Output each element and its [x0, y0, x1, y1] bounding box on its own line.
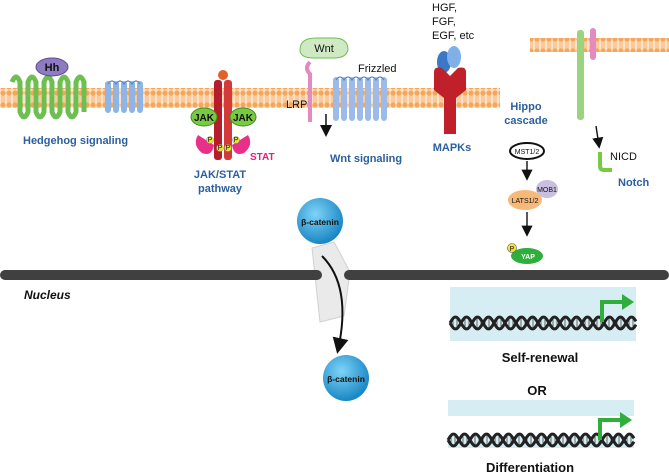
wnt-label: Wnt signaling [330, 153, 402, 165]
or-label: OR [527, 383, 547, 398]
smoothened-receptor [105, 80, 143, 113]
hedgehog-label: Hedgehog signaling [23, 135, 128, 147]
differentiation-transcription-arrow [598, 418, 622, 440]
mst-node [509, 142, 545, 160]
gf-ligand-b [447, 46, 461, 68]
jakstat-label-line2: pathway [198, 183, 243, 195]
phospho-receptor-right [224, 144, 232, 152]
differentiation-dna [446, 432, 636, 448]
hippo-label-line1: Hippo [510, 101, 541, 113]
jakstat-label-line1: JAK/STAT [194, 169, 246, 181]
dna-strand [448, 315, 638, 331]
lats-node [508, 190, 542, 210]
notch-label: Notch [618, 177, 649, 189]
phospho-label-3: P [218, 145, 223, 152]
lats-label: LATS1/2 [512, 198, 539, 205]
yap-phospho-label: P [510, 246, 515, 253]
nuclear-envelope-right [344, 270, 669, 280]
beta-catenin-cytoplasm [297, 198, 343, 244]
self-renewal-label: Self-renewal [502, 350, 579, 365]
notch-ligand [590, 28, 596, 60]
stat-label: STAT [250, 152, 275, 163]
self-renewal-dna [448, 315, 638, 331]
nucleus-label: Nucleus [24, 288, 71, 302]
translocation-arrow [321, 255, 349, 354]
lrp-coreceptor [305, 60, 312, 122]
mapk-ligands-line1: HGF, [432, 2, 457, 14]
phospho-label-2: P [234, 137, 239, 144]
nuclear-pore [311, 241, 351, 323]
nicd-label: NICD [610, 151, 637, 163]
rtk-receptor [434, 67, 466, 134]
nuclear-envelope-left [0, 270, 322, 280]
dna-strand [448, 315, 638, 331]
dna-strand [446, 432, 636, 448]
mst-label: MST1/2 [515, 149, 540, 156]
cytokine-ligand [218, 70, 228, 80]
differentiation-arrowhead [620, 412, 632, 428]
notch-arrow [592, 125, 604, 149]
hippo-label-line2: cascade [504, 115, 547, 127]
hedgehog-receptor [9, 74, 87, 120]
frizzled-receptor [333, 76, 387, 121]
plasma-membrane-right [530, 38, 669, 52]
phospho-label-4: P [226, 145, 231, 152]
yap-node [511, 248, 543, 264]
mapk-ligands-line3: EGF, etc [432, 30, 475, 42]
cytokine-receptor-left [214, 80, 222, 160]
jak-right [229, 107, 257, 127]
self-renewal-arrowhead [622, 294, 634, 310]
hh-ligand-label: Hh [45, 62, 60, 74]
self-renewal-transcription-arrow [600, 300, 624, 322]
differentiation-label: Differentiation [486, 460, 574, 475]
phospho-stat-right [232, 136, 240, 144]
differentiation-band [448, 400, 634, 416]
phospho-receptor-left [216, 144, 224, 152]
jak-right-label: JAK [233, 113, 254, 124]
mapk-label: MAPKs [433, 142, 472, 154]
phospho-stat-left [206, 136, 214, 144]
mob-label: MOB1 [537, 187, 557, 194]
nicd-fragment [598, 152, 612, 172]
phospho-label-1: P [208, 137, 213, 144]
jak-left [190, 107, 218, 127]
cytokine-receptor-right [224, 80, 232, 160]
hh-ligand [35, 57, 69, 77]
yap-label: YAP [521, 254, 535, 261]
jak-left-label: JAK [194, 113, 215, 124]
lrp-label: LRP [286, 99, 307, 111]
mapk-ligands-line2: FGF, [432, 16, 456, 28]
wnt-ligand [299, 37, 349, 59]
stat-right [232, 135, 251, 154]
wnt-ligand-label: Wnt [314, 43, 334, 55]
beta-catenin-top-label: β-catenin [301, 217, 339, 227]
self-renewal-band [450, 287, 636, 341]
beta-catenin-bottom-label: β-catenin [327, 374, 365, 384]
stat-left [195, 135, 214, 154]
notch-receptor [577, 30, 584, 120]
yap-phospho [507, 243, 517, 253]
mob-node [536, 180, 558, 198]
frizzled-label: Frizzled [358, 63, 397, 75]
beta-catenin-nucleus [323, 355, 369, 401]
dna-strand [446, 432, 636, 448]
